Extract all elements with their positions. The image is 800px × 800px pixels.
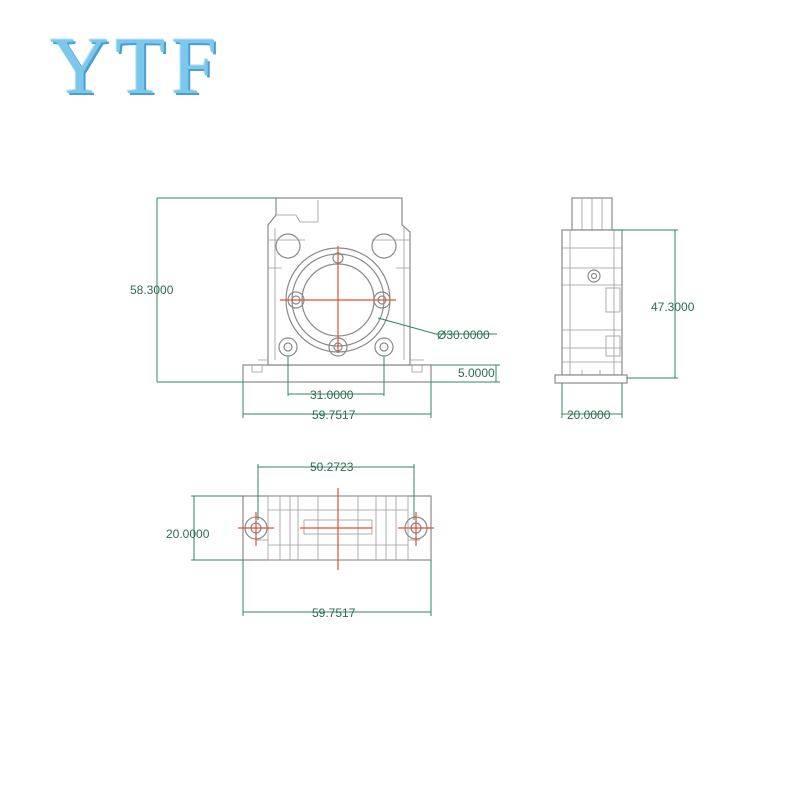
front-base-width-dim-label: 59.7517 bbox=[312, 408, 356, 422]
top-width-dim-label: 59.7517 bbox=[312, 606, 356, 620]
front-view: 58.3000 Ø30.0000 5.0000 31.0000 59.7517 bbox=[130, 197, 500, 422]
side-height-dim-label: 47.3000 bbox=[651, 300, 695, 314]
top-view: 50.2723 20.0000 59.7517 bbox=[166, 460, 434, 620]
top-depth-dim-label: 20.0000 bbox=[166, 527, 210, 541]
front-ear-hole-right bbox=[371, 233, 397, 259]
side-hole bbox=[587, 269, 601, 283]
front-height-dim-label: 58.3000 bbox=[130, 283, 174, 297]
front-ear-hole-left bbox=[275, 233, 301, 259]
side-base bbox=[554, 374, 628, 384]
side-view: 47.3000 20.0000 bbox=[554, 197, 695, 422]
top-hole-spacing-dim-label: 50.2723 bbox=[310, 460, 354, 474]
front-step-dim-label: 5.0000 bbox=[458, 366, 495, 380]
side-body bbox=[561, 229, 623, 376]
front-base-plate bbox=[242, 364, 432, 383]
front-hole-spacing-dim-label: 31.0000 bbox=[310, 388, 354, 402]
ytf-logo: YTF bbox=[50, 20, 223, 111]
side-depth-dim-label: 20.0000 bbox=[567, 408, 611, 422]
front-diameter-dim-label: Ø30.0000 bbox=[437, 328, 490, 342]
diameter-leader-line bbox=[377, 317, 437, 335]
